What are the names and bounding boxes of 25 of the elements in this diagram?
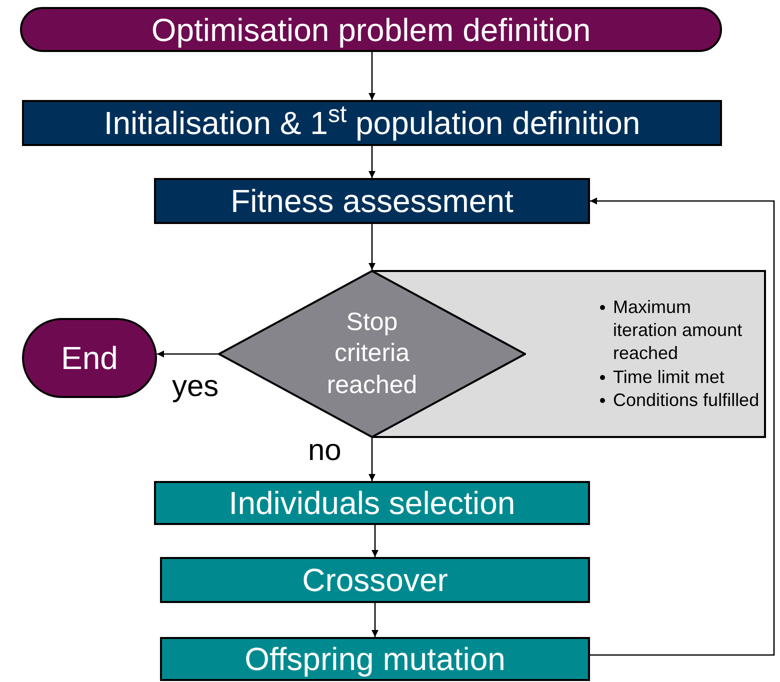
process-box <box>160 557 590 603</box>
arrow <box>372 525 378 557</box>
arrow <box>368 224 376 270</box>
node-label: Optimisation problem definition <box>151 14 591 46</box>
arrow <box>590 198 775 656</box>
process-box <box>154 481 590 525</box>
arrow <box>372 603 378 637</box>
node-label: Fitness assessment <box>230 185 514 217</box>
node-label: End <box>61 342 118 374</box>
node-label: Offspring mutation <box>244 643 506 675</box>
node-label: Crossover <box>302 564 448 596</box>
node-label: Initialisation & 1$^{st}$ population definition <box>104 107 640 139</box>
node-label: Individuals selection <box>228 487 516 519</box>
process-box <box>160 637 590 681</box>
node-label: Time limit met <box>613 366 724 389</box>
arrow <box>368 438 376 481</box>
arrow <box>368 146 376 178</box>
process-box <box>154 178 590 224</box>
process-box <box>22 100 722 146</box>
node-label: Maximum iteration amount reached <box>613 296 744 366</box>
node-label: Conditions fulfilled <box>613 389 760 412</box>
arrow <box>157 350 218 358</box>
arrow <box>368 52 376 100</box>
node-label: Stop criteria reached <box>326 307 418 401</box>
start-terminal <box>20 7 722 52</box>
